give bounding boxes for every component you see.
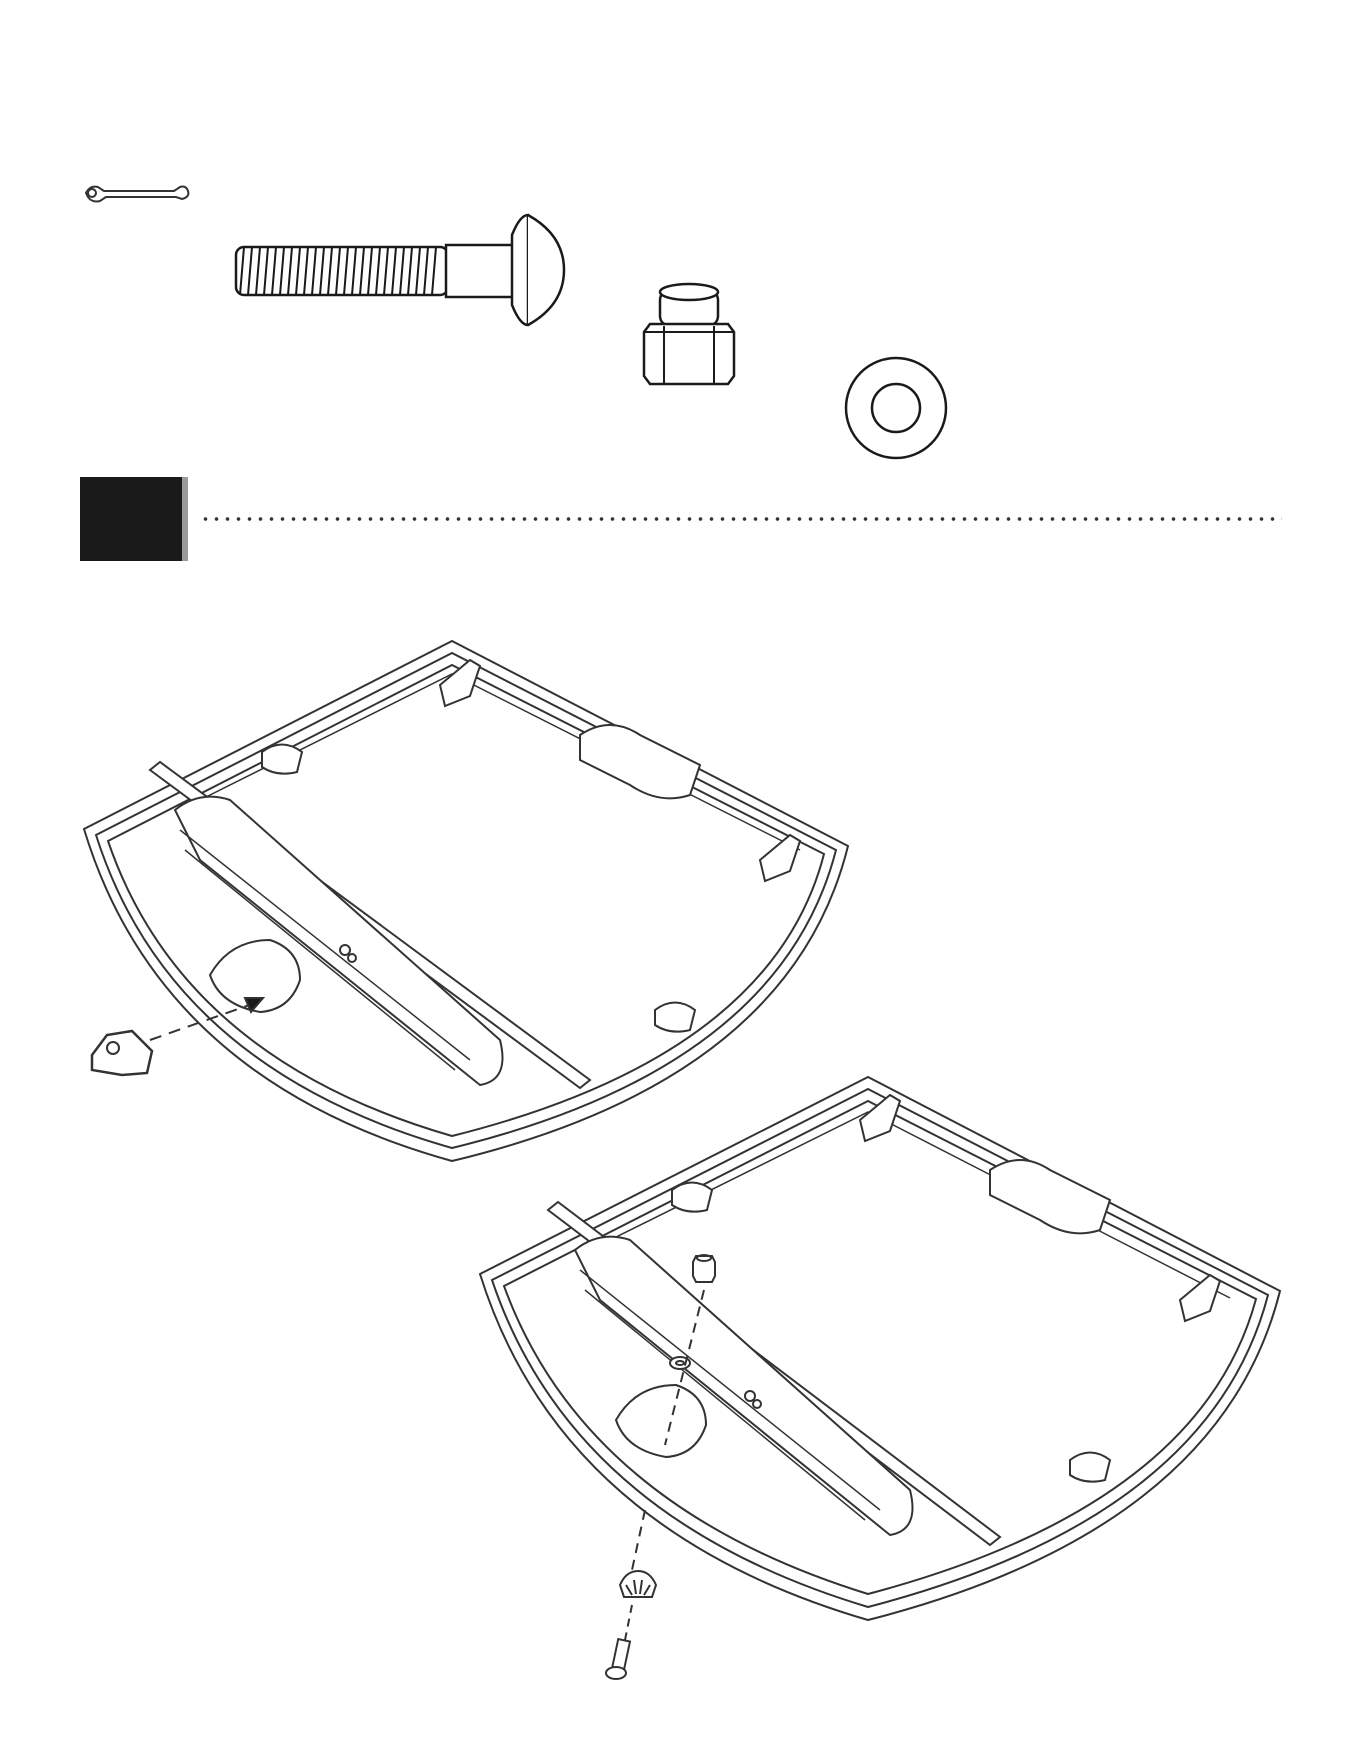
step-number-badge bbox=[80, 477, 182, 561]
washer-icon bbox=[846, 358, 946, 458]
assembly-figure-2 bbox=[480, 1077, 1280, 1679]
hex-nut-icon bbox=[644, 284, 734, 384]
assembly-figure-1 bbox=[84, 641, 848, 1161]
wrench-icon bbox=[86, 187, 188, 202]
bolt-icon bbox=[236, 215, 564, 325]
step-divider bbox=[200, 516, 1282, 522]
